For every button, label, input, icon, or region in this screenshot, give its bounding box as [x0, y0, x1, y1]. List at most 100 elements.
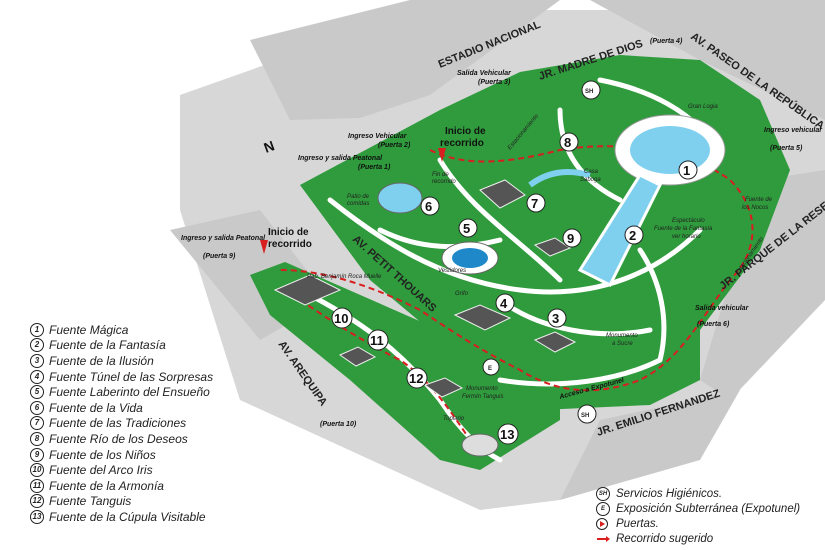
legend-label: Fuente Túnel de las Sorpresas	[49, 369, 214, 384]
expotunel-icon: E	[596, 501, 610, 516]
fin-recorrido-b: recorrido	[432, 179, 456, 185]
fountain-8: 8	[528, 132, 591, 188]
legend-number: 1	[30, 322, 44, 337]
fountain-5-number: 5	[463, 221, 470, 236]
casa-saboga-a: Casa	[584, 169, 599, 175]
inicio-recorrido-2-b: recorrido	[268, 239, 312, 250]
legend-item: 2 Fuente de la Fantasía	[30, 338, 290, 354]
legend-item: 10 Fuente del Arco Iris	[30, 462, 290, 478]
fountain-11: 11	[338, 329, 389, 367]
fountain-10: 10	[273, 274, 353, 329]
gate-10-label: (Puerta 10)	[320, 421, 357, 428]
gate-9-label-a: Ingreso y salida Peatonal	[181, 235, 266, 242]
fountain-4-number: 4	[500, 296, 508, 311]
monumento-sucre-a: Monumento	[606, 333, 638, 339]
gate-6-label-b: (Puerta 6)	[697, 321, 730, 328]
symbol-legend-label: Recorrido sugerido	[616, 532, 714, 545]
fountain-10-number: 10	[334, 311, 348, 326]
patio-comidas-b: comidas	[347, 201, 369, 207]
legend-label: Fuente de la Ilusión	[49, 353, 154, 368]
fountain-6: 6	[377, 182, 440, 216]
fountain-1: 1	[614, 114, 726, 186]
fin-recorrido-a: Fin de	[432, 172, 449, 178]
patio-comidas-a: Patio de	[347, 194, 370, 200]
espectaculo-c: ver horario	[672, 234, 701, 240]
suggested-route	[279, 145, 754, 441]
fuente-nocos-a: Fuente de	[745, 197, 773, 203]
gate-2-label-a: Ingreso Vehicular	[348, 133, 408, 140]
monumento-tanguis-b: Fermín Tanguis	[462, 394, 503, 400]
fountain-7-number: 7	[531, 196, 538, 211]
gate-2-label-b: (Puerta 2)	[378, 142, 411, 149]
legend-label: Fuente Tanguis	[49, 494, 132, 509]
legend-number: 7	[30, 416, 44, 431]
legend-item: 5 Fuente Laberinto del Ensueño	[30, 384, 290, 400]
fountain-9-number: 9	[567, 231, 574, 246]
monumento-tanguis-a: Monumento	[466, 386, 498, 392]
espectaculo-a: Espectáculo	[672, 218, 705, 224]
legend-label: Fuente de la Vida	[49, 400, 143, 415]
gate-4-label: (Puerta 4)	[650, 38, 683, 45]
inicio-recorrido-1-a: Inicio de	[445, 126, 486, 137]
fountain-12-number: 12	[409, 371, 423, 386]
legend-label: Fuente de la Fantasía	[49, 338, 166, 353]
symbol-legend-item: SH Servicios Higiénicos.	[596, 486, 821, 501]
espectaculo-b: Fuente de la Fantasía	[654, 226, 713, 232]
vestidores-label: Vestidores	[438, 268, 466, 274]
symbol-legend: SH Servicios Higiénicos. E Exposición Subte…	[596, 486, 821, 546]
fountain-6-number: 6	[425, 199, 432, 214]
legend-item: 13 Fuente de la Cúpula Visitable	[30, 509, 290, 525]
gran-logia-label: Gran Logia	[688, 104, 718, 110]
fountain-13: 13	[461, 423, 519, 457]
legend-number: 13	[30, 509, 44, 524]
topiario-label: Topiario	[443, 416, 465, 422]
sh-marker: SH	[581, 80, 601, 100]
gate-3-label-a: Salida Vehicular	[457, 70, 512, 77]
fountain-8-number: 8	[564, 135, 571, 150]
svg-text:E: E	[488, 366, 492, 372]
legend-number: 3	[30, 353, 44, 368]
legend-item: 7 Fuente de las Tradiciones	[30, 416, 290, 432]
grifo-label: Grifo	[455, 291, 469, 297]
restroom-icon: SH	[596, 486, 610, 501]
fountain-13-number: 13	[500, 427, 514, 442]
route-icon	[596, 533, 610, 545]
legend-label: Fuente de la Cúpula Visitable	[49, 509, 206, 524]
symbol-legend-label: Puertas.	[616, 517, 659, 530]
symbol-legend-label: Exposición Subterránea (Expotunel)	[616, 502, 801, 515]
legend-item: 3 Fuente de la Ilusión	[30, 353, 290, 369]
symbol-legend-item: Recorrido sugerido	[596, 531, 821, 546]
gate-9-label-b: (Puerta 9)	[203, 253, 236, 260]
legend-label: Fuente del Arco Iris	[49, 463, 153, 478]
gate-1-label-b: (Puerta 1)	[358, 164, 391, 171]
legend-number: 2	[30, 338, 44, 353]
svg-text:SH: SH	[585, 89, 593, 95]
legend-label: Fuente de la Armonía	[49, 478, 164, 493]
monumento-sucre-b: a Sucre	[612, 341, 633, 347]
legend-label: Fuente de las Tradiciones	[49, 416, 187, 431]
fountain-9: 9	[533, 228, 582, 257]
legend-number: 12	[30, 494, 44, 509]
pabellon-label: Pab. Benjamín Roca Muelle	[307, 274, 382, 280]
fountain-2: 2	[577, 173, 663, 288]
symbol-legend-item: E Exposición Subterránea (Expotunel)	[596, 501, 821, 516]
legend-item: 6 Fuente de la Vida	[30, 400, 290, 416]
legend-item: 12 Fuente Tanguis	[30, 494, 290, 510]
fuente-nocos-b: los Nocos	[742, 205, 768, 211]
symbol-legend-label: Servicios Higiénicos.	[616, 487, 723, 500]
inicio-recorrido-1-b: recorrido	[440, 138, 484, 149]
legend-number: 5	[30, 385, 44, 400]
legend-number: 9	[30, 447, 44, 462]
fountain-2-number: 2	[629, 228, 636, 243]
symbol-legend-item: Puertas.	[596, 516, 821, 531]
legend-label: Fuente Laberinto del Ensueño	[49, 385, 210, 400]
fountain-5: 5	[441, 218, 499, 275]
legend-number: 6	[30, 400, 44, 415]
legend-number: 10	[30, 463, 44, 478]
expotunel-marker: E	[482, 358, 500, 376]
fountain-4: 4	[453, 293, 515, 331]
